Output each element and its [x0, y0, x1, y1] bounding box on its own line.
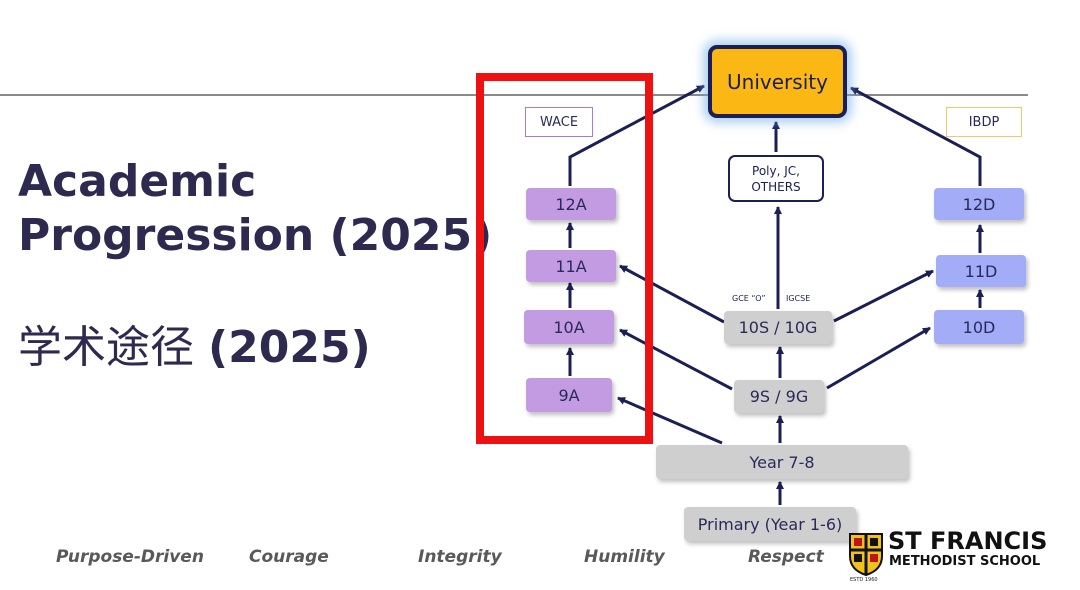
school-name-line-1: ST FRANCIS [888, 527, 1048, 555]
poly-jc-others-box: Poly, JC, OTHERS [728, 155, 824, 202]
school-name-line-2: METHODIST SCHOOL [889, 554, 1041, 569]
chinese-title-text: 学术途径 [18, 322, 194, 373]
core-box-year-7-8: Year 7-8 [656, 445, 908, 479]
arrow-12a-to-university [568, 84, 705, 186]
value-purpose-driven: Purpose-Driven [56, 547, 204, 567]
school-estd: ESTD 1960 [850, 577, 878, 583]
title-line-1: Academic [18, 156, 257, 207]
wace-box-11a: 11A [526, 250, 616, 282]
core-box-10s-10g: 10S / 10G [724, 311, 832, 344]
chinese-title-year: (2025) [208, 322, 371, 373]
wace-box-12a: 12A [526, 188, 616, 220]
arrow-10s-to-11a [619, 264, 725, 324]
igcse-label: IGCSE [786, 294, 811, 303]
ib-box-12d: 12D [934, 188, 1024, 220]
wace-label: WACE [525, 107, 593, 137]
arrow-9s-to-10d [826, 326, 931, 390]
university-box: University [708, 45, 847, 118]
core-box-primary: Primary (Year 1-6) [684, 507, 856, 541]
wace-highlight-box [476, 73, 653, 444]
school-crest-icon [849, 533, 883, 576]
chinese-title: 学术途径 (2025) [18, 318, 371, 378]
ib-box-10d: 10D [934, 310, 1024, 344]
header-divider-line [0, 94, 1028, 96]
wace-box-9a: 9A [526, 378, 612, 412]
wace-box-10a: 10A [524, 310, 614, 344]
core-box-9s-9g: 9S / 9G [734, 380, 824, 413]
value-humility: Humility [584, 547, 665, 567]
arrow-year78-to-9a [617, 396, 723, 445]
title-line-2: Progression (2025) [18, 210, 493, 261]
value-integrity: Integrity [418, 547, 502, 567]
arrow-10s-to-11d [833, 269, 934, 323]
arrow-9s-to-10a [619, 328, 733, 391]
ib-box-11d: 11D [936, 255, 1026, 287]
value-respect: Respect [748, 547, 824, 567]
value-courage: Courage [249, 547, 329, 567]
ibdp-label: IBDP [946, 107, 1022, 137]
gce-o-label: GCE “O” [732, 294, 766, 303]
page-title: Academic Progression (2025) [18, 155, 492, 263]
arrow-12d-to-university [850, 86, 982, 186]
